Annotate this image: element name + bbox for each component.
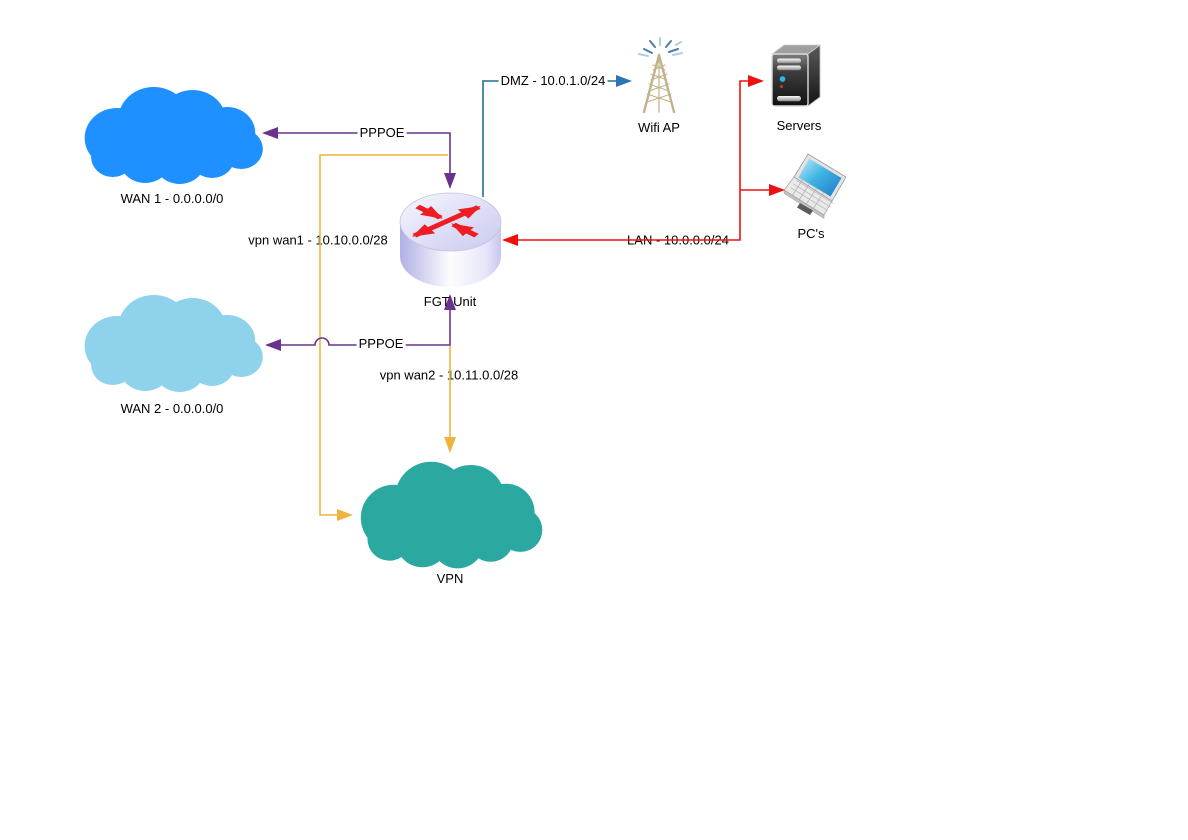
vpn-wan2-link-label: vpn wan2 - 10.11.0.0/28 (380, 368, 519, 383)
pppoe-wan1-link-label: PPPOE (357, 125, 407, 141)
pppoe-wan2-line (265, 294, 456, 351)
pppoe-wan1-line (262, 127, 456, 189)
fgt-label: FGT Unit (423, 294, 477, 309)
wan2-cloud-icon (84, 295, 263, 392)
vpn-label: VPN (436, 571, 464, 586)
wifi-ap-label: Wifi AP (638, 120, 680, 135)
lan-line (502, 75, 764, 246)
laptop-keys (790, 178, 834, 211)
wifi-ap-antenna-icon (638, 37, 683, 114)
router-arrows-icon (412, 204, 481, 238)
wifi-waves (638, 37, 683, 57)
laptop-touchpad (797, 203, 813, 215)
pcs-laptop-icon (783, 153, 847, 219)
pppoe-wan2-link-label: PPPOE (356, 336, 406, 352)
vpn-wan1-link-label: vpn wan1 - 10.10.0.0/28 (248, 233, 388, 248)
wan1-label: WAN 1 - 0.0.0.0/0 (120, 191, 224, 206)
dmz-line (482, 75, 632, 197)
dmz-link-label: DMZ - 10.0.1.0/24 (498, 73, 608, 89)
fgt-router-icon (399, 192, 502, 287)
servers-icon (770, 44, 822, 107)
wan1-cloud-icon (84, 87, 263, 184)
servers-label: Servers (776, 118, 822, 133)
server-led-blue (779, 75, 786, 83)
pcs-label: PC's (797, 226, 825, 241)
wan2-label: WAN 2 - 0.0.0.0/0 (120, 401, 224, 416)
vpn-cloud-icon (360, 461, 543, 569)
server-led-red (779, 84, 784, 89)
